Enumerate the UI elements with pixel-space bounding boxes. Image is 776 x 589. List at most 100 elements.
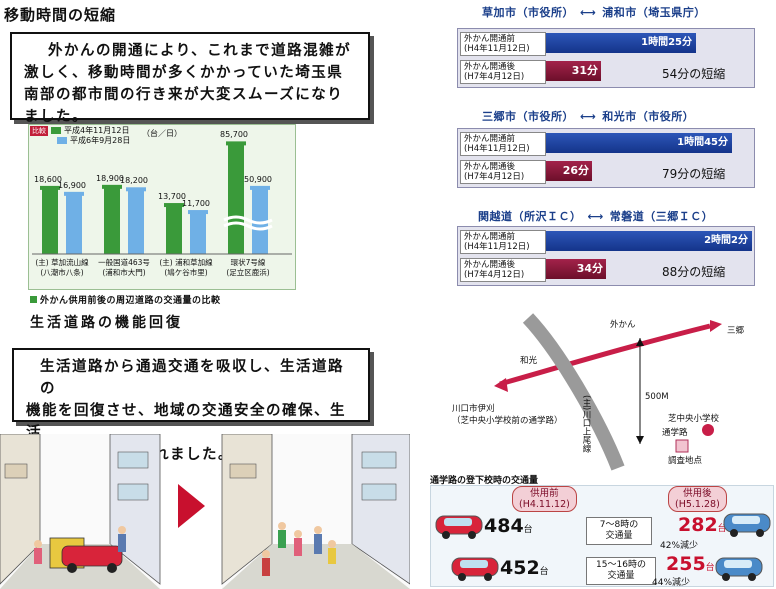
bar-value-label: 85,700 [220,130,248,140]
origin-label: 関越道（所沢ＩＣ） [478,210,582,223]
map-label-wako: 和光 [520,356,538,366]
before-street-scene [0,434,161,589]
after-label-line1: 外かん開通後 [464,62,516,72]
before-count-2: 452台 [500,557,549,579]
bar-cap-0-1 [102,184,122,189]
after-pill-label: 供用後 [683,488,712,499]
bar-chart-svg [32,141,292,255]
bar-value-label: 13,700 [158,192,186,202]
after-count-2: 255台 [666,553,715,575]
time-reduction: 88分の短縮 [662,265,726,279]
before-label: 外かん開通前(H4年11月12日) [460,32,546,56]
before-count-2-value: 452 [500,557,540,579]
after-label: 外かん開通後(H7年4月12日) [460,60,546,84]
survey-point-icon [675,439,689,453]
blue-car-icon-2 [715,557,763,581]
time-reduction: 79分の短縮 [662,167,726,181]
bar-cap-0-3 [226,141,246,146]
legend-tag: 比較 [30,126,48,136]
period-box-2: 15～16時の 交通量 [586,557,656,585]
red-car-icon-2 [451,557,499,581]
bar-cap-1-1 [126,187,146,192]
legend-series-1992: 平成4年11月12日 [64,126,130,135]
after-label: 外かん開通後(H7年4月12日) [460,160,546,184]
intro-line: 南部の都市間の行き来が大変スムーズになり [24,87,344,103]
chart-caption: 外かん供用前後の周辺道路の交通量の比較 [30,293,221,306]
traffic-title: 通学路の登下校時の交通量 [430,476,539,486]
after-label-line2: (H7年4月12日) [464,72,525,82]
bar-cap-1-0 [64,191,84,196]
map-label-local-road: (主)川口上尾線 [581,395,591,453]
period-box-1: 7～8時の 交通量 [586,517,652,545]
bar-value-label: 50,900 [244,174,272,184]
intro-line: 激しく、移動時間が多くかかっていた埼玉県 [24,65,344,81]
bar-value-label: 16,900 [58,180,86,190]
category-label: (鳩ケ谷市里) [164,268,208,277]
intro-line: ました。 [24,109,88,125]
arrow-west-icon [494,378,508,392]
unit-1b: 台 [717,524,727,534]
category-label: (八潮市八条) [40,268,84,277]
after-time-bar: 34分 [546,259,606,279]
map-label-place: 川口市伊刈 [452,404,495,414]
bar-cap-0-0 [40,185,60,190]
chart-legend: 比較 平成4年11月12日 平成6年9月28日 [30,126,130,146]
intro-line: 外かんの開通により、これまで道路混雑が [48,43,352,59]
map-label-place-note: （芝中央小学校前の通学路） [452,416,563,426]
origin-label: 三郷市（市役所） [482,110,574,123]
before-label-line2: (H4年11月12日) [464,144,530,154]
period-2-line1: 15～16時の [596,560,646,570]
unit-2a: 台 [539,567,549,577]
map-label-survey: 調査地点 [668,456,703,466]
destination-label: 浦和市（埼玉県庁） [602,6,706,19]
chart-unit: （台／日） [142,129,182,138]
arrow-right-icon [178,484,205,528]
unit-1a: 台 [523,525,533,535]
comparison-header: 関越道（所沢ＩＣ）⟷常磐道（三郷ＩＣ） [478,208,713,224]
category-label: 環状7号線 [230,258,266,267]
school-icon [702,424,714,436]
bar-1-1 [128,190,144,254]
map-label-misato: 三郷 [727,326,745,336]
period-1-line2: 交通量 [605,531,633,541]
legend-series-1994: 平成6年9月28日 [70,136,131,145]
before-time-bar: 1時間25分 [546,33,696,53]
period-1-line1: 7～8時の [599,520,639,530]
double-arrow-icon: ⟷ [580,6,597,19]
before-label: 外かん開通前(H4年11月12日) [460,132,546,156]
comparison-header: 三郷市（市役所）⟷和光市（市役所） [482,108,694,124]
after-time-bar: 31分 [546,61,601,81]
intro-textbox: 外かんの開通により、これまで道路混雑が 激しく、移動時間が多くかかっていた埼玉県… [10,32,370,125]
time-reduction: 54分の短縮 [662,67,726,81]
category-label: (足立区鹿浜) [226,268,270,277]
origin-label: 草加市（市役所） [482,6,574,19]
bar-0-2 [166,206,182,254]
category-label: (浦和市大門) [102,268,146,277]
local-road [522,313,625,471]
change-1: 42%減少 [660,541,699,551]
after-count-1: 282台 [678,514,727,536]
outer-ring-road [499,323,711,387]
after-street-scene [221,434,410,589]
after-label: 外かん開通後(H7年4月12日) [460,258,546,282]
before-label-line2: (H4年11月12日) [464,242,530,252]
bar-0-0 [42,188,58,254]
bar-0-3 [228,144,244,254]
before-pill-label: 供用前 [530,488,559,499]
after-pill-date: (H5.1.28) [675,499,720,510]
bar-cap-0-2 [164,203,184,208]
page-title: 移動時間の短縮 [4,6,117,24]
legend-swatch-1994 [57,137,67,144]
map-label-distance: 500M [645,392,669,402]
bar-value-label: 18,200 [120,176,148,186]
before-label: 外かん開通前(H4年11月12日) [460,230,546,254]
bar-cap-1-2 [188,210,208,215]
before-after-illustration [0,434,410,589]
before-time-bar: 1時間45分 [546,133,732,153]
bar-1-0 [66,194,82,254]
after-label-line2: (H7年4月12日) [464,172,525,182]
after-count-1-value: 282 [678,514,718,536]
arrow-east-icon [710,320,722,332]
caption-bullet-icon [30,296,37,303]
legend-swatch-1992 [51,127,61,134]
